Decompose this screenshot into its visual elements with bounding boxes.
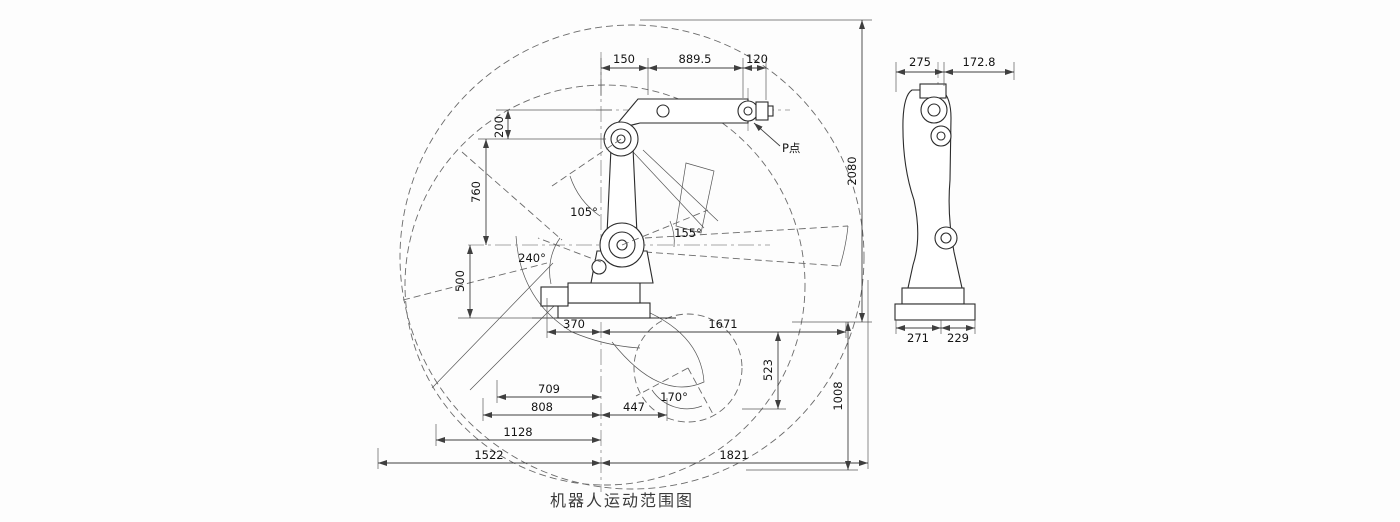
dim-172-8: 172.8 [963,55,996,69]
range-edge-1 [431,262,554,389]
angle-155-leg [621,209,709,246]
angle-240-label: 240° [518,251,546,265]
envelope-curve-bottom [611,299,705,388]
sweep-arc [839,225,849,267]
ghost-arm-line-2 [642,149,719,222]
dim-group-side-bottom: 271 229 [895,320,976,345]
p-point-annotation: P点 [753,122,800,155]
dim-370: 370 [563,317,585,331]
j3-joint-inner [610,128,632,150]
side-base-body [901,287,965,305]
j2-joint-inner [608,231,636,259]
j2-motor [591,259,607,275]
dim-group-top: 150 889.5 120 [600,52,768,100]
angle-170-label: 170° [660,390,688,404]
robot-upper-arm [606,147,638,235]
j3-joint-axis [616,134,626,144]
dim-1008: 1008 [831,381,845,410]
dim-group-bottom: 370 1671 523 709 808 447 1128 1522 1821 [377,280,869,469]
dim-523: 523 [761,359,775,381]
dim-group-right: 2080 1008 [640,19,872,471]
dim-2080: 2080 [845,156,859,185]
dim-group-left: 200 760 500 [453,109,612,319]
lower-range-circle [633,313,743,423]
side-wrist-joint-inner [927,103,941,117]
wrist-joint [737,100,759,122]
dim-1522: 1522 [474,448,503,462]
side-j2-motor [934,226,958,250]
dim-150: 150 [613,52,635,66]
robot-front-view [532,98,774,319]
dim-200: 200 [492,116,506,138]
dim-1821: 1821 [719,448,748,462]
j2-joint-axis [616,239,628,251]
angle-170-leg-2 [687,367,715,417]
angle-105-label: 105° [570,205,598,219]
robot-base-motor [540,286,569,307]
angle-170-leg-1 [635,367,689,397]
side-base-plate [894,303,976,321]
p-point-leader [753,122,781,147]
dim-500: 500 [453,270,467,292]
wrist-flange [755,101,769,121]
ghost-arm-line-1 [620,138,705,229]
dim-808: 808 [531,400,553,414]
robot-base-plate [557,302,651,319]
robot-base-body [567,282,641,304]
dim-889-5: 889.5 [679,52,712,66]
angle-105-arc [569,175,601,217]
wrist-joint-axis [743,106,753,116]
side-j3-motor [930,125,952,147]
angle-155-arc [669,220,675,248]
dim-271: 271 [907,331,929,345]
side-wrist-joint [920,96,948,124]
p-point-label: P点 [782,141,800,155]
diagram-title: 机器人运动范围图 [550,491,694,510]
side-j3-motor-inner [936,131,946,141]
dim-229: 229 [947,331,969,345]
inner-range-circle [404,84,806,486]
angle-240-leg [537,237,602,263]
range-diagonal-2 [402,262,548,301]
angle-170-arc [651,389,703,410]
dim-275: 275 [909,55,931,69]
tool-mount [767,105,774,117]
sweep-line-upper [644,225,849,239]
dim-447: 447 [623,400,645,414]
robot-side-view [894,83,976,321]
dim-1671: 1671 [708,317,737,331]
angle-105-leg [551,138,622,187]
forearm-detail [656,104,670,118]
angle-240-arc [549,237,561,285]
range-diagonal-1 [461,151,563,241]
dim-709: 709 [538,382,560,396]
dim-group-side-top: 275 172.8 [895,55,1015,92]
side-wrist-housing [919,83,947,99]
dim-1128: 1128 [503,425,532,439]
dim-760: 760 [469,181,483,203]
side-j2-motor-inner [940,232,952,244]
ghost-arm-outline [675,162,715,234]
motion-range-envelope [399,24,865,490]
angle-155-label: 155° [674,226,702,240]
dim-120: 120 [746,52,768,66]
